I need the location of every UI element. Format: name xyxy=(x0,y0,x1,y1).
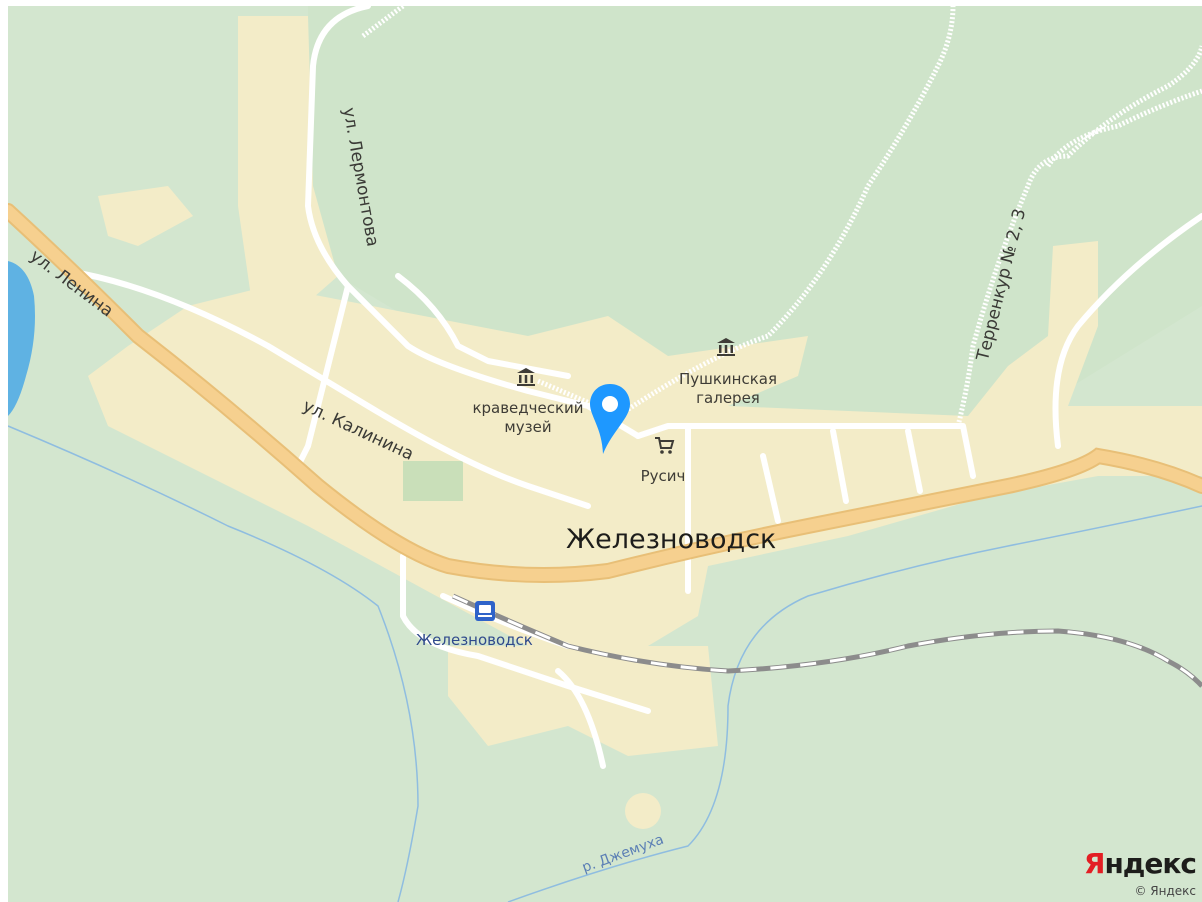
railway-station-icon[interactable] xyxy=(474,600,496,622)
stadium xyxy=(403,461,463,501)
museum-icon[interactable] xyxy=(515,366,537,388)
hill-area xyxy=(308,6,1202,426)
yandex-logo[interactable]: Яндекс xyxy=(1083,847,1197,880)
street-network xyxy=(65,6,1202,769)
station-label[interactable]: Железноводск xyxy=(416,631,533,649)
railway-track-dashes xyxy=(452,594,1202,688)
city-label: Железноводск xyxy=(566,524,777,555)
map-canvas xyxy=(8,6,1202,902)
main-road xyxy=(8,205,1202,581)
stream xyxy=(8,425,419,902)
copyright-notice[interactable]: © Яндекс xyxy=(1134,884,1196,898)
map-view[interactable]: ул. Ленина ул. Лермонтова ул. Калинина Т… xyxy=(8,6,1202,902)
urban-area xyxy=(625,793,661,829)
location-pin-icon[interactable] xyxy=(586,380,634,458)
museum-icon[interactable] xyxy=(715,336,737,358)
lake xyxy=(8,261,35,416)
poi-label-gallery[interactable]: Пушкинская галерея xyxy=(678,370,778,407)
poi-label-museum[interactable]: краведческий музей xyxy=(472,399,584,436)
shopping-cart-icon[interactable] xyxy=(653,434,675,456)
poi-label-shop[interactable]: Русич xyxy=(640,467,686,485)
trail-network xyxy=(361,6,1202,427)
urban-area xyxy=(238,16,338,346)
urban-area xyxy=(88,241,1202,646)
river-line xyxy=(507,505,1202,902)
urban-area xyxy=(98,186,193,246)
